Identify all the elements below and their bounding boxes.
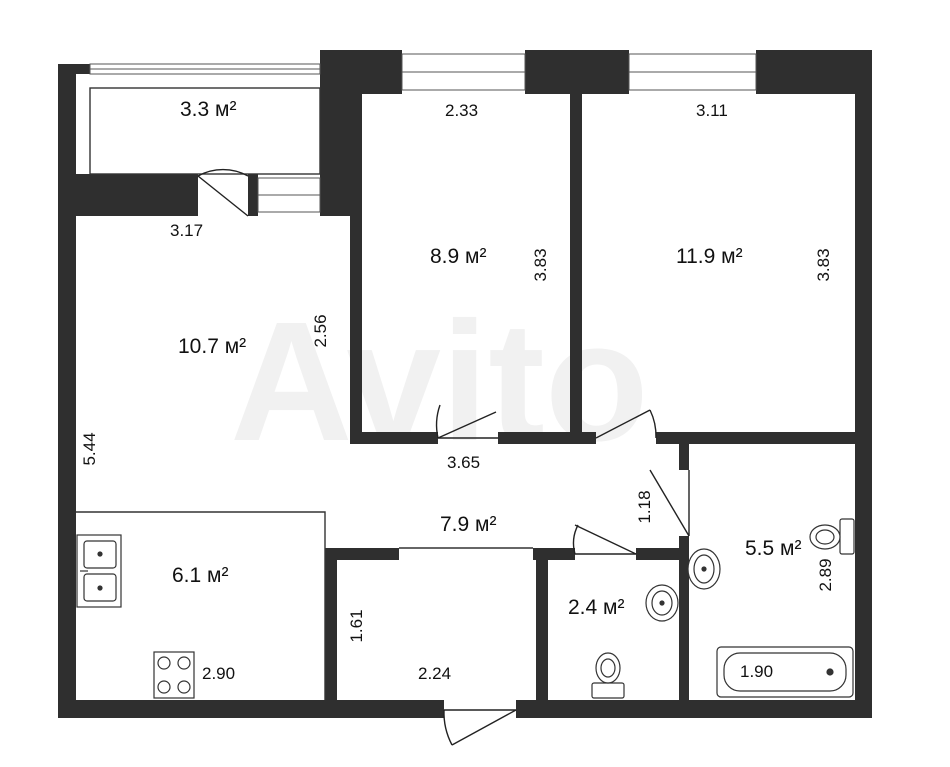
walls — [58, 50, 872, 718]
living-height: 2.56 — [311, 314, 330, 347]
room-labels: 3.3 м² 8.9 м² 11.9 м² 10.7 м² 7.9 м² 6.1… — [172, 98, 801, 619]
bathroom-area: 5.5 м² — [745, 537, 801, 560]
bedroom-large-width: 3.11 — [696, 101, 728, 120]
partitions — [76, 87, 533, 700]
storage-height: 1.61 — [347, 609, 366, 642]
bath-toilet — [809, 518, 855, 555]
hall-depth: 1.18 — [635, 490, 654, 523]
windows — [89, 53, 757, 213]
bath-length: 1.90 — [740, 662, 773, 681]
watermark: Avito — [230, 287, 649, 477]
bedroom-large-height: 3.83 — [814, 248, 833, 281]
living-side: 5.44 — [80, 432, 99, 465]
bedroom-small-height: 3.83 — [531, 248, 550, 281]
living-width: 3.17 — [170, 221, 203, 240]
bathroom-height: 2.89 — [816, 558, 835, 591]
bedroom-small-area: 8.9 м² — [430, 245, 486, 268]
wc-sink — [645, 584, 679, 622]
dimension-labels: 2.33 3.11 3.17 3.65 2.90 2.24 1.90 3.83 … — [80, 101, 835, 683]
wc-toilet — [591, 652, 625, 699]
stove — [153, 651, 195, 699]
living-area: 10.7 м² — [178, 335, 246, 358]
kitchen-width: 2.90 — [202, 664, 235, 683]
doors — [197, 168, 690, 746]
wc-area: 2.4 м² — [568, 596, 624, 619]
bedroom-large-area: 11.9 м² — [676, 245, 743, 268]
bathtub — [716, 646, 854, 698]
bedroom-small-width: 2.33 — [445, 101, 478, 120]
kitchen-area: 6.1 м² — [172, 564, 228, 587]
kitchen-sink — [76, 534, 122, 608]
hall-width: 3.65 — [447, 453, 480, 472]
bath-sink — [687, 548, 721, 590]
hall-area: 7.9 м² — [440, 513, 496, 536]
balcony-area: 3.3 м² — [180, 98, 236, 121]
storage-width: 2.24 — [418, 664, 451, 683]
